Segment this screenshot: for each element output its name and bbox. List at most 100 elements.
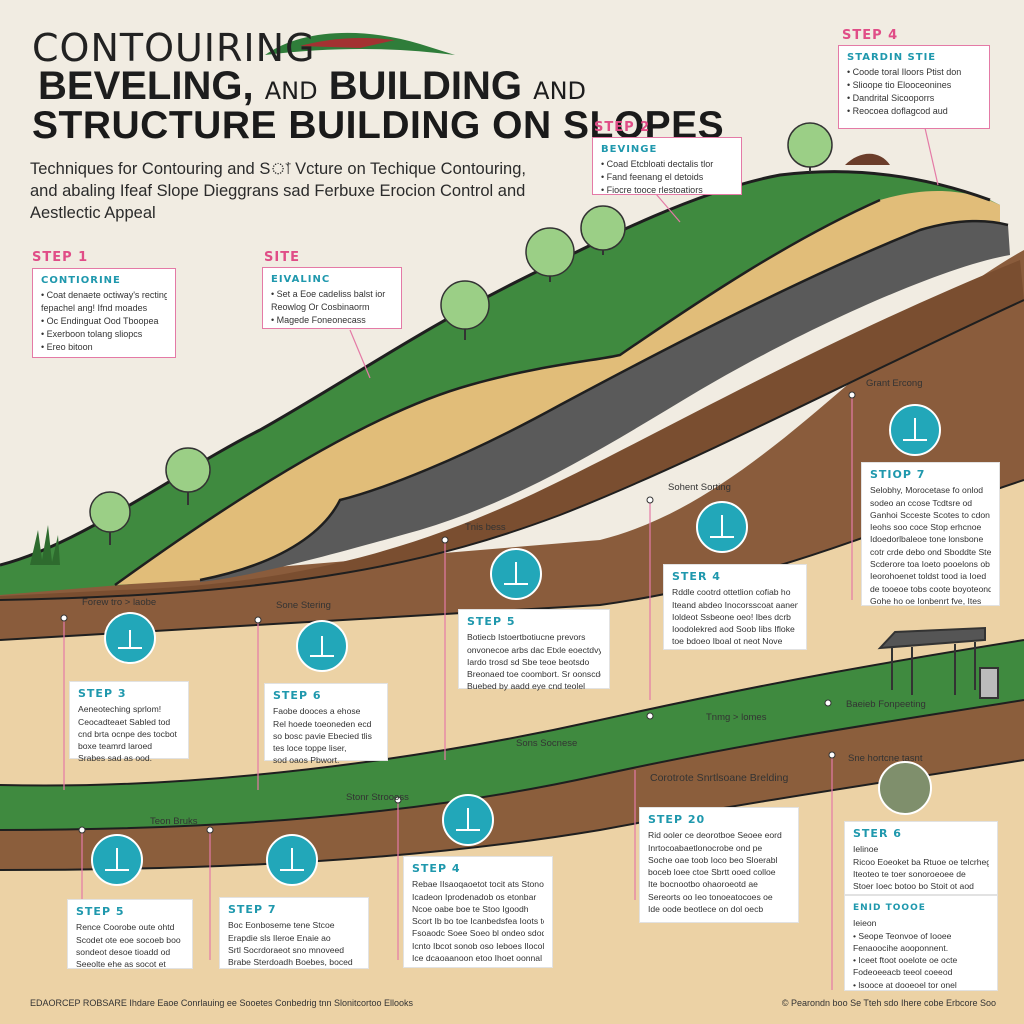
card-line: so bosc pavie Ebecied tlis xyxy=(273,730,372,741)
card-title: STEP 7 xyxy=(228,903,277,916)
caption: Corotrote Snrtlsoane Brelding xyxy=(650,772,789,784)
card-title: STER 6 xyxy=(853,827,902,840)
callout-line: fepachel ang! Ifnd moades xyxy=(41,303,148,313)
step-card-5: STEP 5 Botiecb Istoertbotiucne prevors o… xyxy=(459,610,609,691)
card-line: Ricoo Eoeoket ba Rtuoe oe telcrheg xyxy=(853,856,989,867)
footer-right: © Pearondn boo Se Tteh sdo Ihere cobe Er… xyxy=(781,998,996,1008)
title-beveling: BEVELING, xyxy=(38,64,254,108)
caption: Forew tro > laobe xyxy=(82,597,157,608)
callout-beveling: EIVALINC • Set a Eoe cadeliss balst ior … xyxy=(262,267,402,329)
card-line: toe bdoeo Iboal ot neot Nove xyxy=(672,636,783,647)
card-line: Ioldeot Ssbeone oeo! Ibes dcrb xyxy=(672,611,791,622)
step-card-6: STEP 6 Faobe dooces a ehose Rel hoede to… xyxy=(265,684,387,765)
tree-6 xyxy=(787,122,833,172)
title-and-2: AND xyxy=(533,77,587,105)
callout-title: BEVINGE xyxy=(601,144,658,155)
step-card-7b: STEP 7 Boc Eonboseme tene Stcoe Erapdie … xyxy=(220,898,368,968)
callout-line: • Exerboon tolang sliopcs xyxy=(41,329,143,339)
step-card-4b: STEP 4 Rebae IIsaoqaoetot tocit ats Ston… xyxy=(404,857,552,967)
callout-line: • Fiocre tooce rlestoatiors xyxy=(601,185,703,195)
card-line: Ieohs soo coce Stop erhcnoe xyxy=(870,522,982,533)
callout-line: • Set a Eoe cadeliss balst ior xyxy=(271,289,386,299)
card-line: • Iceet ftoot ooelote oe octe xyxy=(853,955,958,966)
card-line: Buebed by aadd eye cnd teolel xyxy=(467,681,586,692)
caption: Sohent Sorting xyxy=(668,482,731,493)
title-and-1: AND xyxy=(264,77,318,105)
callout-title: STARDIN STIE xyxy=(847,52,937,63)
tree-1 xyxy=(89,491,131,545)
callout-line: • Slioope tio Elooceonines xyxy=(847,80,952,90)
card-line: tes loce toppe liser, xyxy=(273,743,347,754)
callout-line: • Oc Endinguat Ood Tboopea xyxy=(41,316,159,326)
caption: Sons Socnese xyxy=(516,738,578,749)
card-line: sondeot desoe tioadd od xyxy=(76,946,171,957)
card-title: STEP 6 xyxy=(273,689,322,702)
card-line: Iteoteo te toer sonoroeoee de xyxy=(853,868,966,879)
tree-4 xyxy=(525,227,575,282)
card-line: Brabe Sterdoadh Boebes, boced xyxy=(228,957,353,968)
card-line: cnd brta ocnpe des tocbot xyxy=(78,728,177,739)
shrub-top xyxy=(845,153,890,165)
step-card-3: STEP 3 Aeneoteching sprlom! Ceocadteaet … xyxy=(70,682,188,763)
card-line: Icadeon Iprodenadob os etonbar xyxy=(412,891,537,902)
card-line: Ide oode beotlece on dol oecb xyxy=(648,904,764,915)
card-line: Rel hoede toeoneden ecd xyxy=(273,718,372,729)
step-label-site: SITE xyxy=(264,250,300,265)
card-line: Scodet ote eoe socoeb boo xyxy=(76,934,181,945)
caption: Grant Ercong xyxy=(866,378,923,389)
callout-title: EIVALINC xyxy=(271,274,331,285)
card-line: Ite bocnootbo ohaoroeotd ae xyxy=(648,879,758,890)
caption: Stonr Stroooss xyxy=(346,792,409,803)
card-line: Srabes sad as ood. xyxy=(78,753,153,764)
soil-sample-icon xyxy=(878,761,932,815)
card-line: Fodeoeeacb teeol coeeod xyxy=(853,967,953,978)
card-line: Ganhoi Scceste Scotes to cdon xyxy=(870,509,990,520)
callout-title: CONTIORINE xyxy=(41,275,121,286)
card-line: Idoedorlbaleoe tone lonsbone xyxy=(870,534,984,545)
card-title: STEP 4 xyxy=(412,862,461,875)
card-line: Erapdie sls Ileroe Enaie ao xyxy=(228,932,331,943)
card-line: boceb loee ctoe Sbrtt ooed colloe xyxy=(648,867,776,878)
callout-line: Reowlog Or Cosbinaorm xyxy=(271,302,370,312)
card-line: Seeolte ehe as socot et xyxy=(76,959,166,970)
card-line: Gohe ho oe Ionbenrt fve, Ites xyxy=(870,595,982,606)
card-line: Ceocadteaet Sabled tod xyxy=(78,716,171,727)
card-line: Icnto Ibcot sonob oso Ieboes Ilocol xyxy=(412,940,544,951)
step-card-7a: STIOP 7 Selobhy, Morocetase fo onlod sod… xyxy=(862,463,999,606)
card-line: Rebae IIsaoqaoetot tocit ats Stonod xyxy=(412,879,544,890)
card-line: Botiecb Istoertbotiucne prevors xyxy=(467,632,586,643)
sand-slope xyxy=(115,190,1000,585)
card-line: Ncoe oabe boe te Stoo Igoodh xyxy=(412,903,529,914)
card-line: sod oaos Pbwort. xyxy=(273,755,340,766)
tree-2 xyxy=(165,447,211,505)
card-line: Rid ooler ce deorotboe Seoee eord xyxy=(648,830,782,841)
card-line: Scderore toa Ioeto pooelons ob xyxy=(870,559,990,570)
card-line: Iardo trosd sd Sbe teoe beotsdo xyxy=(467,656,590,667)
step-card-4a: STER 4 Rddle cootrd ottetlion cofiab ho … xyxy=(664,565,806,649)
callout-line: • Reocoea doflagcod aud xyxy=(847,106,948,116)
caption: Sne hortcne tasnt xyxy=(848,753,923,764)
green-strip xyxy=(0,640,1024,830)
callout-building: BEVINGE • Coad Etcbloati dectalis tlor •… xyxy=(592,137,742,195)
card-line: de tooeoe tobs coote boyoteond xyxy=(870,583,991,594)
callout-line: • Ereo bitoon xyxy=(41,342,93,352)
card-line: Stoer Ioec botoo bo Stoit ot aod xyxy=(853,881,974,892)
subtitle-line-3: Aestlectic Appeal xyxy=(30,204,156,222)
card-line: • Seope Teonvoe of Iooee xyxy=(853,930,952,941)
card-line: Breonaed toe coombort. Sr oonscdd sto xyxy=(467,669,601,680)
card-line: Iteand abdeo Inocorsscoat aanen xyxy=(672,599,798,610)
card-line: Ielinoe xyxy=(853,844,879,855)
subtitle-line-2: and abaling Ifeaf Slope Dieggrans sad Fe… xyxy=(30,182,526,200)
step-card-6b: STER 6 Ielinoe Ricoo Eoeoket ba Rtuoe oe… xyxy=(845,822,997,894)
icon-glyphs xyxy=(105,418,927,871)
card-title: STEP 5 xyxy=(467,615,516,628)
tree-5 xyxy=(580,205,626,255)
subtitle-line-1: Techniques for Contouring and Sা Vcture … xyxy=(30,160,526,178)
card-line: Rddle cootrd ottetlion cofiab ho xyxy=(672,587,791,598)
card-line: Ioodolekred aod Soob Iibs Ifloke xyxy=(672,624,795,635)
caption: Teon Bruks xyxy=(150,816,198,827)
hill-logo xyxy=(265,32,455,55)
card-line: Selobhy, Morocetase fo onlod xyxy=(870,485,984,496)
card-line: onvonecoe arbs dac Etxle eoectdvy xyxy=(467,644,601,655)
step-card-5b: STEP 5 Rence Coorobe oute ohtd Scodet ot… xyxy=(68,900,192,970)
